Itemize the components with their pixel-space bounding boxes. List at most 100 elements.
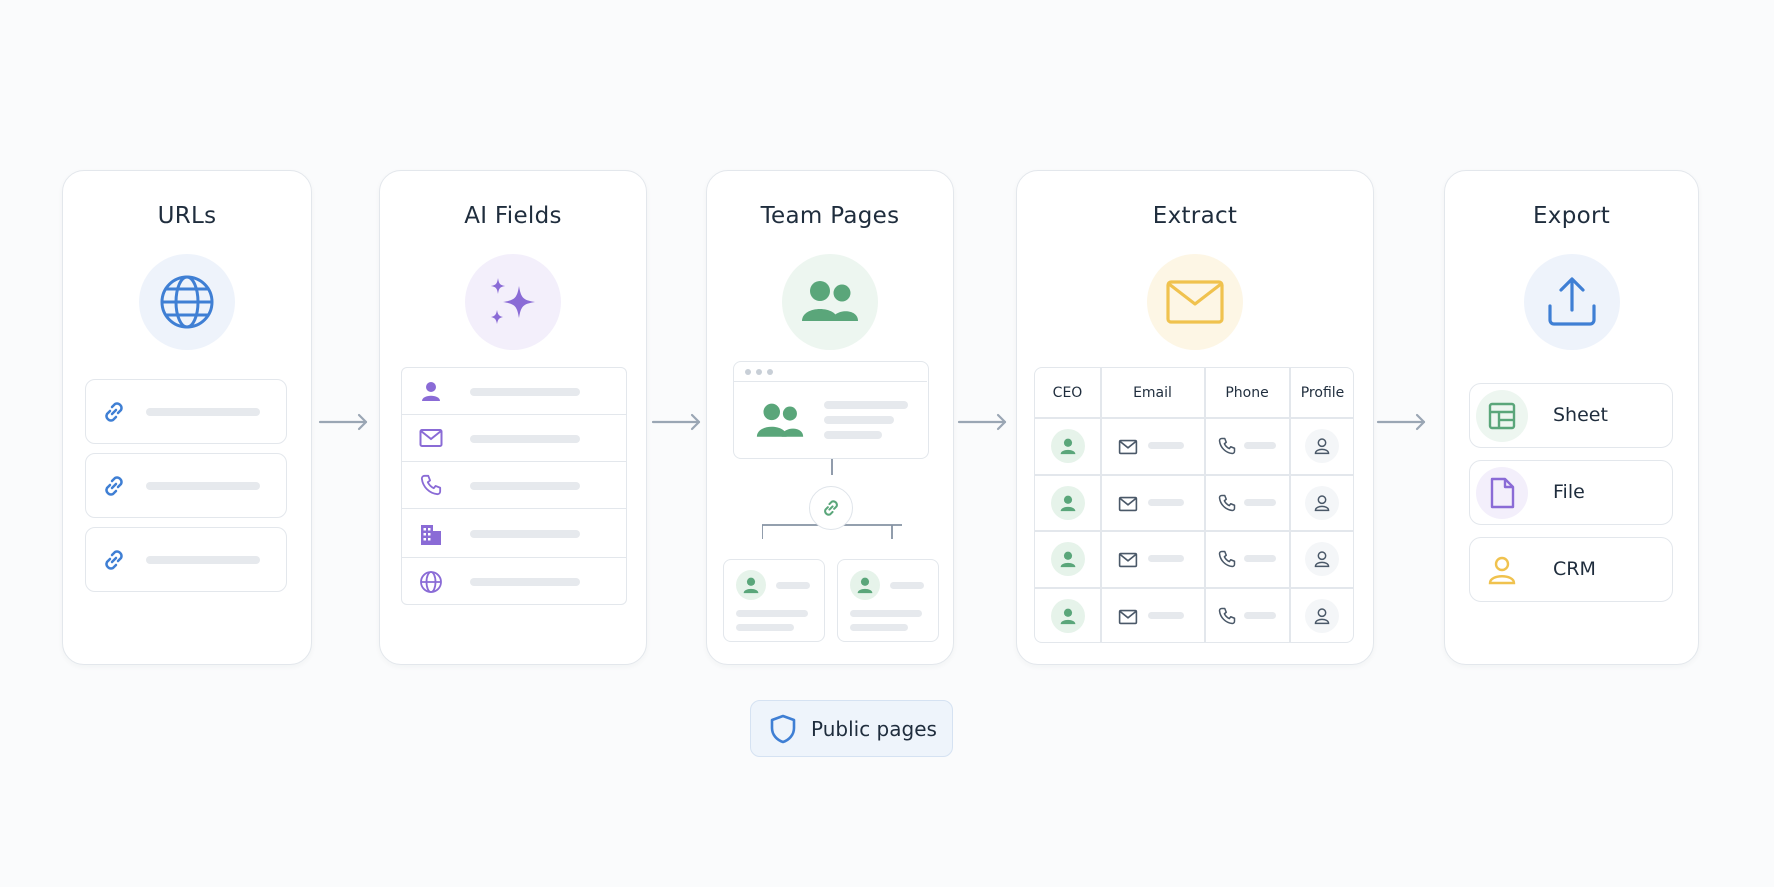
phone-icon (1218, 550, 1236, 568)
phone-icon (1218, 437, 1236, 455)
placeholder-line (470, 435, 580, 443)
placeholder-line (850, 610, 922, 617)
window-dot (767, 369, 773, 375)
placeholder-line (850, 624, 908, 631)
placeholder-line (824, 401, 908, 409)
table-row (1035, 475, 1353, 531)
placeholder-line (1148, 612, 1184, 619)
placeholder-line (470, 388, 580, 396)
avatar (1051, 486, 1085, 520)
globe-icon (420, 571, 442, 593)
table-row (1035, 588, 1353, 642)
link-icon (824, 500, 838, 516)
window-dot (756, 369, 762, 375)
arrow-right-icon (318, 413, 368, 431)
globe-icon (139, 254, 235, 350)
step-title: Export (1532, 203, 1611, 229)
placeholder-line (736, 610, 808, 617)
field-item-email (401, 414, 627, 462)
placeholder-line (890, 582, 924, 589)
arrow-right-icon (651, 413, 701, 431)
url-item (85, 527, 287, 592)
step-card-team-pages: Team Pages (706, 170, 954, 665)
export-option-label: Sheet (1553, 404, 1608, 426)
field-item-website (401, 557, 627, 605)
mail-icon (1118, 439, 1138, 455)
profile-icon (1305, 599, 1339, 633)
link-node (809, 486, 853, 530)
link-icon (105, 550, 123, 570)
avatar (736, 570, 766, 600)
placeholder-line (1148, 499, 1184, 506)
envelope-icon (1147, 254, 1243, 350)
url-item (85, 453, 287, 518)
avatar (850, 570, 880, 600)
avatar (1051, 599, 1085, 633)
team-icon (756, 403, 804, 437)
placeholder-line (776, 582, 810, 589)
placeholder-line (1244, 612, 1276, 619)
public-pages-badge: Public pages (750, 700, 953, 757)
shield-icon (770, 714, 796, 744)
tree-branches (762, 525, 893, 539)
step-title: Extract (1152, 203, 1238, 229)
phone-icon (1218, 607, 1236, 625)
placeholder-line (824, 416, 894, 424)
placeholder-line (736, 624, 794, 631)
step-card-extract: Extract CEO Email Phone Profile (1016, 170, 1374, 665)
placeholder-line (1244, 499, 1276, 506)
link-icon (105, 402, 123, 422)
step-title: AI Fields (464, 203, 562, 229)
export-option-label: CRM (1553, 558, 1596, 580)
table-row (1035, 531, 1353, 587)
step-title: URLs (157, 203, 217, 229)
export-option-file[interactable]: File (1469, 460, 1673, 525)
placeholder-line (1244, 442, 1276, 449)
column-header-ceo: CEO (1052, 385, 1083, 401)
export-option-sheet[interactable]: Sheet (1469, 383, 1673, 448)
placeholder-line (824, 431, 882, 439)
placeholder-line (470, 578, 580, 586)
profile-icon (1305, 429, 1339, 463)
phone-icon (420, 474, 442, 496)
field-item-phone (401, 461, 627, 509)
column-header-profile: Profile (1300, 385, 1345, 401)
window-dot (745, 369, 751, 375)
member-card (723, 559, 825, 642)
arrow-right-icon (1376, 413, 1426, 431)
member-card (837, 559, 939, 642)
team-icon (782, 254, 878, 350)
column-header-email: Email (1133, 385, 1172, 401)
mail-icon (1118, 552, 1138, 568)
phone-icon (1218, 494, 1236, 512)
browser-window (733, 361, 929, 459)
mail-icon (1118, 496, 1138, 512)
person-icon (422, 382, 440, 401)
placeholder-line (1148, 555, 1184, 562)
file-icon (1476, 467, 1528, 519)
extract-table: CEO Email Phone Profile (1034, 367, 1354, 643)
placeholder-line (146, 408, 260, 416)
placeholder-line (1244, 555, 1276, 562)
arrow-right-icon (957, 413, 1007, 431)
export-option-label: File (1553, 481, 1585, 503)
field-item-person (401, 367, 627, 415)
spreadsheet-icon (1476, 390, 1528, 442)
avatar (1051, 429, 1085, 463)
window-titlebar (734, 362, 927, 382)
table-row (1035, 418, 1353, 474)
sparkles-icon (465, 254, 561, 350)
placeholder-line (1148, 442, 1184, 449)
badge-label: Public pages (811, 717, 937, 741)
placeholder-line (146, 482, 260, 490)
placeholder-line (470, 530, 580, 538)
profile-icon (1305, 486, 1339, 520)
placeholder-line (146, 556, 260, 564)
step-title: Team Pages (760, 203, 900, 229)
field-item-company (401, 508, 627, 558)
user-icon (1476, 544, 1528, 596)
url-item (85, 379, 287, 444)
mail-icon (1118, 609, 1138, 625)
export-option-crm[interactable]: CRM (1469, 537, 1673, 602)
building-icon (421, 525, 441, 545)
